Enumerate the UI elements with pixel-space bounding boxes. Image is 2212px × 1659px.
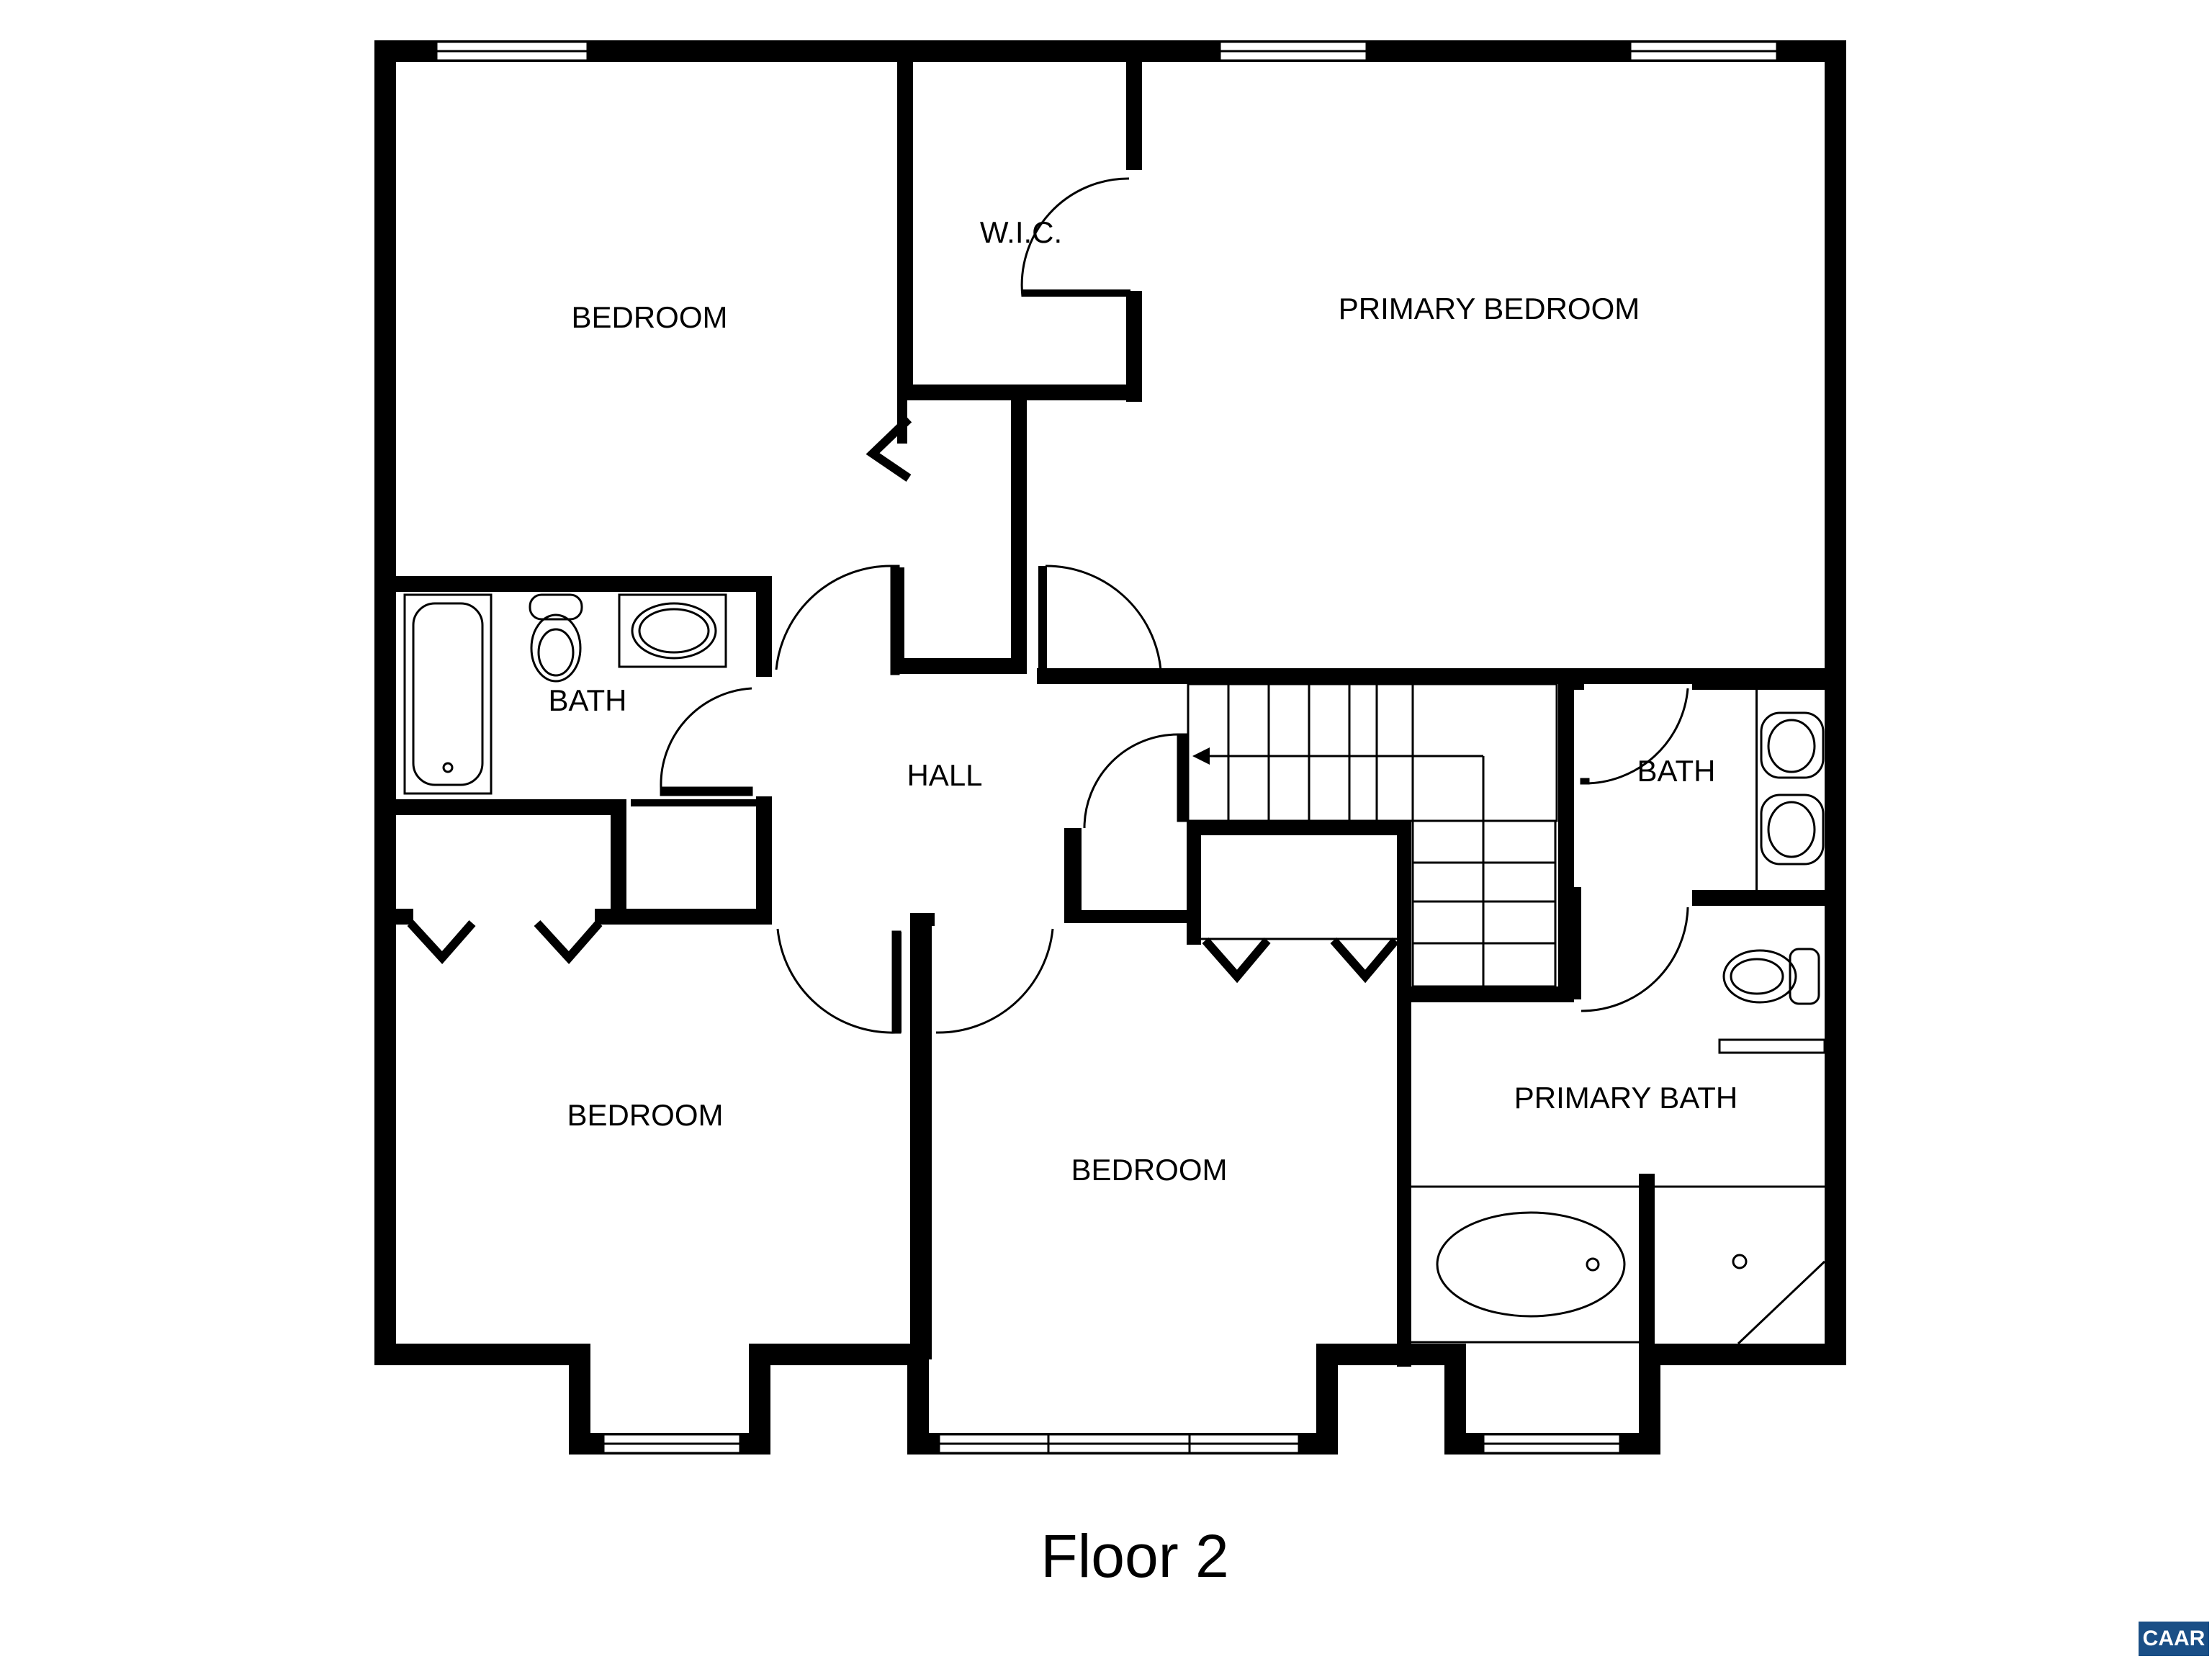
windows	[435, 40, 1779, 1455]
outer-walls	[374, 40, 1846, 1455]
soaking-tub-icon	[1411, 1185, 1640, 1318]
doors	[407, 177, 1689, 1034]
toilet-icon	[529, 593, 583, 683]
room-label-bath-w: BATH	[549, 683, 627, 717]
bathtub-icon	[403, 593, 493, 795]
room-labels: BEDROOM W.I.C. PRIMARY BEDROOM BATH HALL…	[549, 215, 1738, 1187]
floor-caption: Floor 2	[1040, 1522, 1228, 1590]
room-label-bedroom-sw: BEDROOM	[567, 1098, 723, 1132]
room-label-wic: W.I.C.	[980, 215, 1062, 249]
toilet-icon-primary	[1722, 948, 1820, 1005]
double-sink-icon	[1760, 711, 1825, 866]
room-label-primary-bath: PRIMARY BATH	[1514, 1081, 1737, 1115]
sink-icon	[618, 593, 727, 668]
room-label-hall: HALL	[907, 758, 982, 792]
caar-logo: CAAR	[2139, 1622, 2209, 1656]
room-label-bedroom-nw: BEDROOM	[571, 300, 727, 334]
room-label-bath-e: BATH	[1637, 754, 1716, 788]
room-label-primary-bedroom: PRIMARY BEDROOM	[1339, 292, 1640, 325]
room-label-bedroom-s: BEDROOM	[1071, 1153, 1227, 1187]
shower-icon	[1655, 1185, 1826, 1345]
fixtures	[403, 593, 1826, 1345]
stairs	[1187, 683, 1558, 988]
caar-logo-text: CAAR	[2143, 1627, 2206, 1650]
stair-arrow-icon	[1192, 747, 1210, 765]
